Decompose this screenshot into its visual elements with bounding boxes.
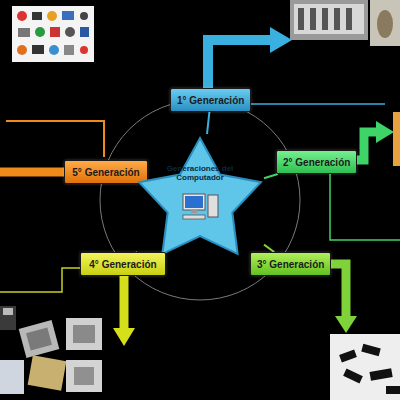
generation-label: 4° Generación [89,259,156,270]
edge-layer [136,112,278,253]
computer-icon [181,192,221,222]
generation-box: 3° Generación [250,252,331,276]
computer-part [183,215,205,219]
orange-leader-line [6,121,104,157]
generation-label: 5° Generación [72,167,139,178]
connector-line [264,245,274,252]
generation-label: 1° Generación [177,95,244,106]
generation-box: 1° Generación [170,88,251,112]
yellow-arrowhead [113,328,135,346]
star-shape [139,138,261,254]
yellow-ribbon [120,274,129,330]
blue-arrowhead [270,27,292,53]
generation-box: 4° Generación [80,252,166,276]
lime-arrowhead [335,316,357,333]
connector [264,245,274,252]
devices-picture [12,6,94,62]
connector [207,112,209,134]
generation-label: 3° Generación [257,259,324,270]
generation-box: 2° Generación [276,150,357,174]
integrated-circuit-picture [330,334,400,400]
vacuum-tube-picture [290,0,400,46]
computer-part [185,196,203,208]
microprocessor-picture [0,306,102,394]
transistor-picture [393,112,400,166]
connector-line [264,174,278,178]
connector [264,174,278,178]
orange-ribbon [0,168,64,177]
computer-part [208,195,218,217]
yellow-leader-line [0,268,80,292]
leader-arrows [0,27,400,346]
blue-ribbon [208,40,272,88]
lime-ribbon [330,264,346,318]
computer-part [191,210,197,213]
connector-line [207,112,209,134]
computer-part [183,194,205,210]
center-title: Generaciones del Computador [162,164,238,182]
generation-box: 5° Generación [64,160,148,184]
center-star: Generaciones del Computador [136,134,264,262]
green-leader-line [330,174,400,240]
green-arrowhead [376,121,394,143]
generation-label: 2° Generación [283,157,350,168]
blue-leader-line [248,103,385,105]
